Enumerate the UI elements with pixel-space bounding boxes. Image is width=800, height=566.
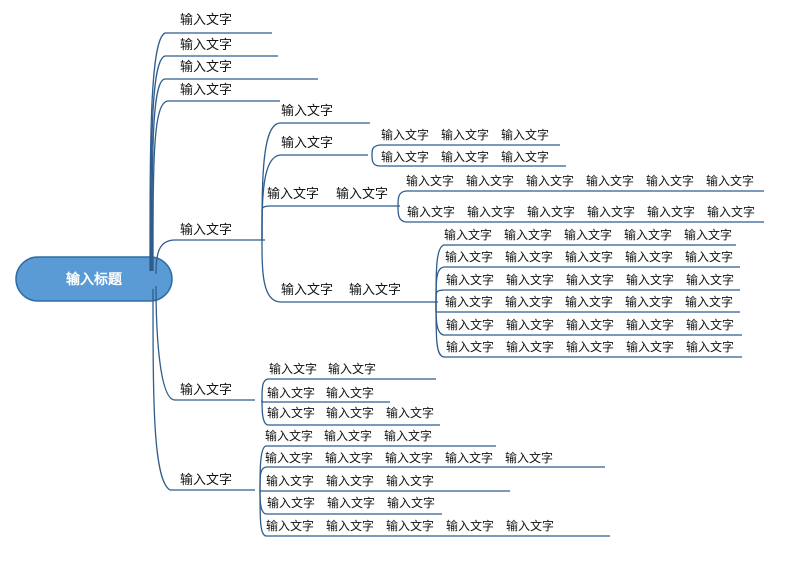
- node-label[interactable]: 输入文字: [504, 227, 552, 242]
- node-label[interactable]: 输入文字: [446, 339, 494, 354]
- node-label[interactable]: 输入文字: [526, 173, 574, 188]
- node-label[interactable]: 输入文字: [180, 222, 232, 238]
- node-label[interactable]: 输入文字: [505, 450, 553, 465]
- node-label[interactable]: 输入文字: [501, 127, 549, 142]
- node-label[interactable]: 输入文字: [386, 518, 434, 533]
- node-label[interactable]: 输入文字: [267, 495, 315, 510]
- node-label[interactable]: 输入文字: [566, 317, 614, 332]
- node-label[interactable]: 输入文字: [407, 204, 455, 219]
- node-label[interactable]: 输入文字: [506, 272, 554, 287]
- node-label[interactable]: 输入文字: [647, 204, 695, 219]
- node-label[interactable]: 输入文字: [686, 339, 734, 354]
- node-label[interactable]: 输入文字: [506, 518, 554, 533]
- node-label[interactable]: 输入文字: [326, 518, 374, 533]
- root-title: 输入标题: [66, 271, 123, 288]
- node-label[interactable]: 输入文字: [706, 173, 754, 188]
- node-label[interactable]: 输入文字: [265, 450, 313, 465]
- node-label[interactable]: 输入文字: [180, 59, 232, 75]
- node-label[interactable]: 输入文字: [626, 272, 674, 287]
- node-label[interactable]: 输入文字: [564, 227, 612, 242]
- node-label[interactable]: 输入文字: [265, 428, 313, 443]
- node-label[interactable]: 输入文字: [180, 82, 232, 98]
- node-label[interactable]: 输入文字: [506, 339, 554, 354]
- node-label[interactable]: 输入文字: [327, 495, 375, 510]
- node-label[interactable]: 输入文字: [685, 249, 733, 264]
- level3-labels: 输入文字 输入文字 输入文字 输入文字 输入文字 输入文字 输入文字 输入文字 …: [381, 127, 755, 354]
- node-label[interactable]: 输入文字: [466, 173, 514, 188]
- node-label[interactable]: 输入文字: [381, 127, 429, 142]
- node-label[interactable]: 输入文字: [386, 405, 434, 420]
- node-label[interactable]: 输入文字: [446, 518, 494, 533]
- node-label[interactable]: 输入文字: [527, 204, 575, 219]
- node-label[interactable]: 输入文字: [326, 405, 374, 420]
- node-label[interactable]: 输入文字: [505, 294, 553, 309]
- node-label[interactable]: 输入文字: [267, 186, 319, 202]
- node-label[interactable]: 输入文字: [326, 385, 374, 400]
- node-label[interactable]: 输入文字: [349, 282, 401, 298]
- node-label[interactable]: 输入文字: [441, 149, 489, 164]
- node-label[interactable]: 输入文字: [445, 249, 493, 264]
- node-label[interactable]: 输入文字: [387, 495, 435, 510]
- node-label[interactable]: 输入文字: [566, 272, 614, 287]
- node-label[interactable]: 输入文字: [625, 249, 673, 264]
- node-label[interactable]: 输入文字: [386, 473, 434, 488]
- node-label[interactable]: 输入文字: [325, 450, 373, 465]
- node-label[interactable]: 输入文字: [266, 473, 314, 488]
- node-label[interactable]: 输入文字: [685, 294, 733, 309]
- level2-labels: 输入文字 输入文字 输入文字 输入文字 输入文字 输入文字 输入文字 输入文字 …: [265, 103, 554, 533]
- node-label[interactable]: 输入文字: [446, 317, 494, 332]
- node-label[interactable]: 输入文字: [565, 249, 613, 264]
- node-label[interactable]: 输入文字: [445, 450, 493, 465]
- node-label[interactable]: 输入文字: [626, 317, 674, 332]
- level1-connectors: [149, 32, 318, 491]
- node-label[interactable]: 输入文字: [267, 385, 315, 400]
- node-label[interactable]: 输入文字: [328, 361, 376, 376]
- node-label[interactable]: 输入文字: [384, 428, 432, 443]
- node-label[interactable]: 输入文字: [336, 186, 388, 202]
- node-label[interactable]: 输入文字: [686, 272, 734, 287]
- level3-connectors: [371, 144, 764, 358]
- node-label[interactable]: 输入文字: [446, 272, 494, 287]
- node-label[interactable]: 输入文字: [326, 473, 374, 488]
- node-label[interactable]: 输入文字: [267, 405, 315, 420]
- node-label[interactable]: 输入文字: [266, 518, 314, 533]
- node-label[interactable]: 输入文字: [586, 173, 634, 188]
- node-label[interactable]: 输入文字: [406, 173, 454, 188]
- node-label[interactable]: 输入文字: [501, 149, 549, 164]
- node-label[interactable]: 输入文字: [281, 135, 333, 151]
- node-label[interactable]: 输入文字: [269, 361, 317, 376]
- node-label[interactable]: 输入文字: [385, 450, 433, 465]
- node-label[interactable]: 输入文字: [684, 227, 732, 242]
- node-label[interactable]: 输入文字: [180, 12, 232, 28]
- node-label[interactable]: 输入文字: [625, 294, 673, 309]
- node-label[interactable]: 输入文字: [686, 317, 734, 332]
- node-label[interactable]: 输入文字: [441, 127, 489, 142]
- node-label[interactable]: 输入文字: [281, 282, 333, 298]
- root-node[interactable]: 输入标题: [15, 256, 173, 302]
- level1-labels: 输入文字 输入文字 输入文字 输入文字 输入文字 输入文字 输入文字: [180, 12, 232, 488]
- node-label[interactable]: 输入文字: [646, 173, 694, 188]
- node-label[interactable]: 输入文字: [445, 294, 493, 309]
- node-label[interactable]: 输入文字: [444, 227, 492, 242]
- node-label[interactable]: 输入文字: [506, 317, 554, 332]
- node-label[interactable]: 输入文字: [624, 227, 672, 242]
- node-label[interactable]: 输入文字: [707, 204, 755, 219]
- node-label[interactable]: 输入文字: [626, 339, 674, 354]
- node-label[interactable]: 输入文字: [505, 249, 553, 264]
- node-label[interactable]: 输入文字: [180, 472, 232, 488]
- node-label[interactable]: 输入文字: [467, 204, 515, 219]
- node-label[interactable]: 输入文字: [180, 37, 232, 53]
- node-label[interactable]: 输入文字: [180, 382, 232, 398]
- node-label[interactable]: 输入文字: [566, 339, 614, 354]
- node-label[interactable]: 输入文字: [565, 294, 613, 309]
- node-label[interactable]: 输入文字: [381, 149, 429, 164]
- node-label[interactable]: 输入文字: [281, 103, 333, 119]
- node-label[interactable]: 输入文字: [324, 428, 372, 443]
- level2-connectors: [259, 122, 610, 537]
- node-label[interactable]: 输入文字: [587, 204, 635, 219]
